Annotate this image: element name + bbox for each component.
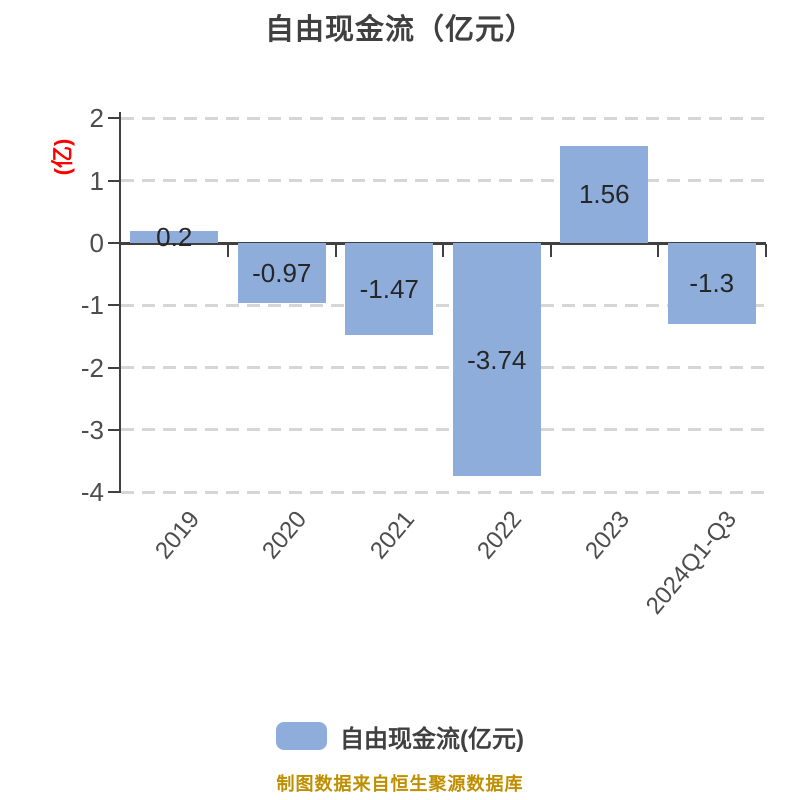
gridline bbox=[120, 366, 766, 370]
x-axis-category-label: 2022 bbox=[472, 506, 528, 565]
data-source-note: 制图数据来自恒生聚源数据库 bbox=[276, 774, 524, 794]
x-axis-tick bbox=[442, 244, 444, 257]
gridline bbox=[120, 179, 766, 183]
y-axis-tick bbox=[108, 179, 120, 182]
y-axis-tick bbox=[108, 304, 120, 307]
bar bbox=[452, 243, 541, 476]
y-axis-tick-label: -4 bbox=[80, 477, 104, 508]
chart-title: 自由现金流（亿元） bbox=[264, 14, 535, 46]
x-axis-category-label: 2021 bbox=[364, 506, 420, 565]
bar-value-label: 1.56 bbox=[578, 179, 630, 210]
bar bbox=[667, 243, 756, 324]
y-axis-tick-label: 2 bbox=[89, 103, 104, 134]
y-axis-line bbox=[119, 112, 121, 493]
legend-swatch bbox=[276, 722, 327, 750]
y-axis-tick bbox=[108, 491, 120, 494]
bar-value-label: -0.97 bbox=[252, 258, 312, 289]
x-axis-tick bbox=[334, 244, 337, 257]
gridline bbox=[120, 428, 766, 432]
x-axis-tick bbox=[657, 244, 659, 257]
y-axis-tick bbox=[108, 428, 120, 431]
x-axis-tick bbox=[549, 244, 552, 257]
y-axis-tick-label: -3 bbox=[80, 414, 104, 445]
x-axis-category-label: 2023 bbox=[579, 506, 635, 565]
x-axis-category-label: 2019 bbox=[149, 506, 205, 565]
legend: 自由现金流(亿元) bbox=[0, 720, 800, 753]
y-axis-tick-label: 0 bbox=[89, 228, 104, 258]
bar bbox=[345, 243, 434, 335]
legend-label: 自由现金流(亿元) bbox=[340, 725, 524, 753]
x-axis-tick bbox=[764, 244, 767, 257]
y-axis-tick bbox=[108, 242, 120, 244]
bar bbox=[130, 230, 219, 243]
bar bbox=[560, 145, 649, 243]
x-axis-tick bbox=[227, 244, 229, 257]
bar-value-label: -1.47 bbox=[359, 273, 419, 304]
y-axis-tick bbox=[108, 366, 120, 369]
y-axis-tick-label: -2 bbox=[80, 352, 104, 383]
bar-value-label: -1.3 bbox=[689, 268, 735, 299]
bar bbox=[237, 243, 326, 304]
gridline bbox=[120, 490, 766, 494]
x-axis-zero-line bbox=[119, 241, 766, 245]
x-axis-category-label: 2020 bbox=[257, 506, 313, 565]
y-axis-tick-label: -1 bbox=[80, 290, 104, 321]
y-axis-tick-label: 1 bbox=[89, 165, 104, 196]
bar-value-label: 0.2 bbox=[156, 221, 193, 252]
x-axis-category-label: 2024Q1-Q3 bbox=[641, 506, 743, 620]
gridline bbox=[120, 116, 766, 120]
gridline bbox=[120, 303, 766, 307]
bar-value-label: -3.74 bbox=[467, 344, 527, 375]
y-axis-tick bbox=[108, 117, 120, 120]
